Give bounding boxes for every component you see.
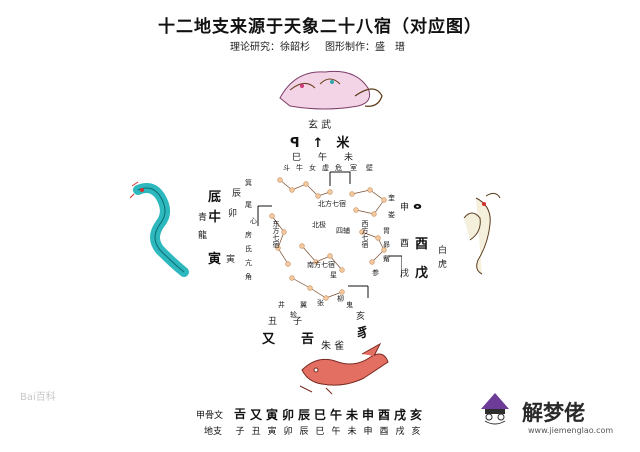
table-label-oracle: 甲骨文: [196, 411, 224, 421]
north-mansion-dou: 斗: [283, 164, 290, 172]
branch-cell: 寅: [267, 427, 277, 437]
black-tortoise-illustration: [279, 70, 383, 110]
oracle-cell: 酉: [377, 408, 390, 422]
branch-cell: 申: [363, 427, 373, 437]
west-branch-you: 酉: [400, 239, 410, 249]
branch-cell: 卯: [283, 427, 293, 437]
west-animal-label: 白 虎: [438, 246, 448, 270]
branch-cell: 酉: [379, 427, 389, 437]
oracle-cell: 卯: [281, 408, 294, 422]
west-branch-xu: 戌: [400, 269, 410, 279]
east-mansion-jiao: 角: [245, 273, 252, 281]
south-oracle-hai: 豸: [356, 326, 370, 341]
center-label-north: 北方七宿: [318, 200, 346, 208]
oracle-cell: 巳: [313, 408, 326, 422]
east-oracle-mao: 㐄: [208, 210, 222, 225]
east-animal-label-bottom: 龍: [198, 231, 208, 241]
north-branch-si: 巳: [292, 153, 302, 163]
east-branch-yin: 寅: [226, 255, 236, 265]
branch-cell: 未: [347, 427, 357, 437]
east-oracle-yin: 寅: [208, 252, 222, 267]
oracle-cell: 又: [249, 408, 262, 422]
azure-dragon-illustration: [130, 181, 189, 277]
west-oracle-xu: 戊: [415, 266, 429, 281]
west-mansion-lou: 娄: [388, 211, 395, 219]
north-mansion-niu: 牛: [296, 164, 303, 172]
south-branch-chou: 丑: [268, 317, 278, 327]
wizard-logo-icon: [481, 393, 509, 425]
west-branch-shen: 申: [400, 203, 410, 213]
star-map: [257, 171, 402, 301]
center-label-west: 西方七宿: [361, 220, 369, 248]
branch-cell: 午: [331, 427, 341, 437]
east-mansion-ji: 箕: [245, 179, 252, 187]
west-mansion-wei: 胃: [383, 227, 390, 235]
oracle-cell: 未: [345, 408, 358, 422]
north-mansion-nv: 女: [309, 164, 316, 172]
oracle-cell: 辰: [297, 408, 310, 422]
south-mansion-jing: 井: [278, 301, 285, 309]
center-label-east: 东方七宿: [272, 220, 280, 248]
branch-cell: 辰: [299, 427, 309, 437]
east-mansion-di: 氐: [245, 245, 252, 253]
branch-cell: 戌: [395, 427, 405, 437]
south-mansion-liu: 柳: [337, 295, 344, 303]
oracle-cell: 戌: [393, 408, 406, 422]
south-branch-hai: 亥: [356, 312, 366, 322]
east-mansion-kang: 亢: [245, 259, 252, 267]
center-label-south: 南方七宿: [307, 261, 335, 269]
west-mansion-shen: 参: [372, 269, 379, 277]
east-branch-chen: 辰: [232, 189, 242, 199]
logo-url: www.jiemenglao.com: [528, 426, 614, 435]
oracle-cell: 寅: [265, 408, 278, 422]
south-animal-label: 朱 雀: [321, 341, 345, 352]
south-branch-zi: 子: [293, 317, 303, 327]
logo-text: 解梦佬: [522, 401, 585, 425]
branch-cell: 子: [235, 427, 245, 437]
center-label-fu: 四辅: [336, 227, 350, 235]
east-oracle-chen: 厎: [208, 190, 222, 205]
north-mansion-xu: 虚: [322, 164, 329, 172]
north-branch-wei: 未: [344, 153, 354, 163]
oracle-cell: 申: [361, 408, 374, 422]
west-oracle-shen: ⴰ: [413, 198, 422, 213]
west-mansion-mao: 昴: [383, 241, 390, 249]
white-tiger-illustration: [463, 192, 501, 275]
baike-watermark: Bai百科: [20, 392, 56, 403]
credit-theory: 理论研究：徐韶杉: [230, 42, 310, 53]
branch-cell: 巳: [315, 427, 325, 437]
east-mansion-wei: 尾: [245, 201, 252, 209]
south-mansion-xing: 星: [330, 271, 337, 279]
oracle-row: 𢀛 又 寅 卯 辰 巳 午 未 申 酉 戌 亥: [232, 406, 424, 423]
south-oracle-glyphs: 又 𢀛: [262, 332, 315, 347]
branch-cell: 亥: [411, 427, 421, 437]
north-mansion-shi: 室: [350, 164, 357, 172]
east-mansion-xin: 心: [250, 217, 257, 225]
south-mansion-yi: 翼: [300, 301, 307, 309]
oracle-cell: 𢀛: [233, 407, 246, 421]
south-mansion-gui: 鬼: [346, 301, 353, 309]
oracle-cell: 午: [329, 408, 342, 422]
page-title: 十二地支来源于天象二十八宿（对应图）: [158, 17, 482, 37]
vermilion-bird-illustration: [299, 342, 389, 395]
north-oracle-glyphs: ꟼ ↑ 米: [290, 136, 350, 151]
west-mansion-kui: 奎: [388, 194, 395, 202]
north-animal-label: 玄 武: [308, 120, 332, 131]
east-animal-label-top: 青: [198, 213, 208, 223]
east-mansion-fang: 房: [245, 231, 252, 239]
west-mansion-zi: 觜: [383, 255, 390, 263]
north-mansion-wei: 危: [335, 164, 342, 172]
south-mansion-zhang: 张: [317, 299, 324, 307]
table-label-branch: 地支: [204, 427, 223, 437]
branch-row: 子 丑 寅 卯 辰 巳 午 未 申 酉 戌 亥: [232, 424, 424, 437]
branch-cell: 丑: [251, 427, 261, 437]
west-oracle-you: 酉: [415, 237, 429, 252]
south-mansion-zhen: 轸: [290, 311, 297, 319]
north-branch-wu: 午: [318, 153, 328, 163]
credit-figure: 图形制作：盛 瑨: [325, 42, 405, 53]
east-branch-mao: 卯: [228, 209, 238, 219]
north-mansion-bi: 壁: [366, 164, 373, 172]
oracle-cell: 亥: [409, 408, 422, 422]
center-label-pole: 北极: [312, 221, 326, 229]
